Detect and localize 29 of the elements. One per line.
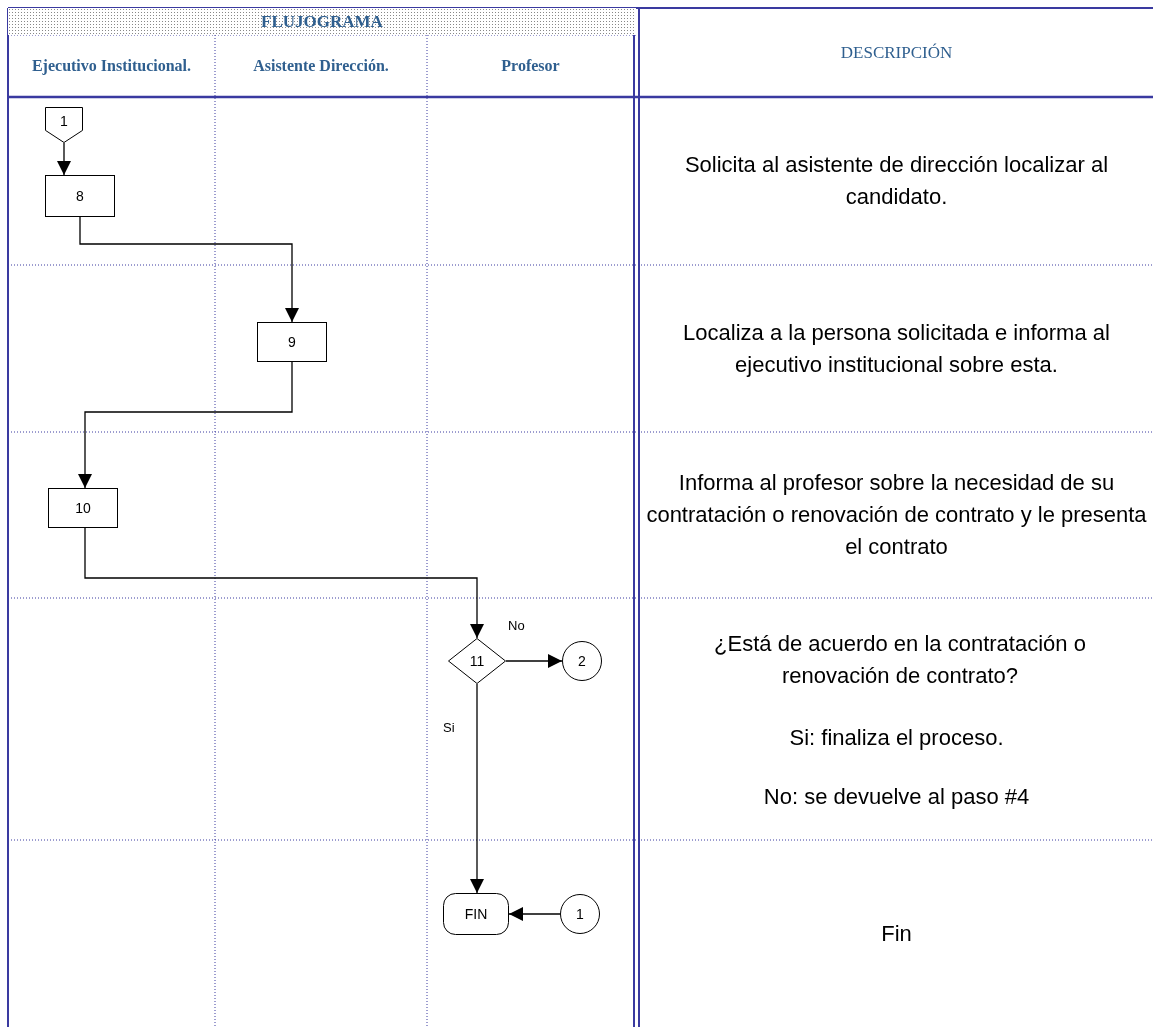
description-text: Fin bbox=[881, 919, 912, 948]
terminator: FIN bbox=[443, 893, 509, 935]
lane-header: Profesor bbox=[501, 56, 560, 77]
column-header: DESCRIPCIÓN bbox=[840, 41, 953, 64]
lane-header: Asistente Dirección. bbox=[253, 56, 389, 77]
description-text: Solicita al asistente de dirección localizar al candidato. bbox=[683, 151, 1110, 211]
edge-label: No bbox=[508, 618, 525, 633]
process-box: 9 bbox=[257, 322, 327, 362]
arrow bbox=[78, 361, 293, 489]
off-page-connector: 1 bbox=[45, 107, 83, 143]
arrow bbox=[79, 216, 299, 323]
edge-label: Si bbox=[443, 720, 455, 735]
decision-diamond: 11 bbox=[448, 638, 506, 684]
description-text: ¿Está de acuerdo en la contratación o renovación de contrato? bbox=[713, 630, 1087, 690]
arrow bbox=[470, 683, 484, 894]
arrow bbox=[508, 907, 561, 921]
arrow bbox=[84, 527, 484, 639]
description-text: Informa al profesor sobre la necesidad de su contratación o renovación de contrato y le presenta el contrato bbox=[645, 469, 1148, 561]
connector-circle: 2 bbox=[562, 641, 602, 681]
chart-title: FLUJOGRAMA bbox=[261, 13, 383, 30]
lane-header: Ejecutivo Institucional. bbox=[31, 56, 192, 77]
process-box: 10 bbox=[48, 488, 118, 528]
description-text: Si: finaliza el proceso. bbox=[789, 724, 1004, 753]
arrow bbox=[505, 654, 563, 668]
connector-circle: 1 bbox=[560, 894, 600, 934]
description-text: Localiza a la persona solicitada e informa al ejecutivo institucional sobre esta. bbox=[682, 318, 1111, 379]
arrow bbox=[57, 142, 71, 176]
process-box: 8 bbox=[45, 175, 115, 217]
description-text: No: se devuelve al paso #4 bbox=[763, 783, 1030, 812]
